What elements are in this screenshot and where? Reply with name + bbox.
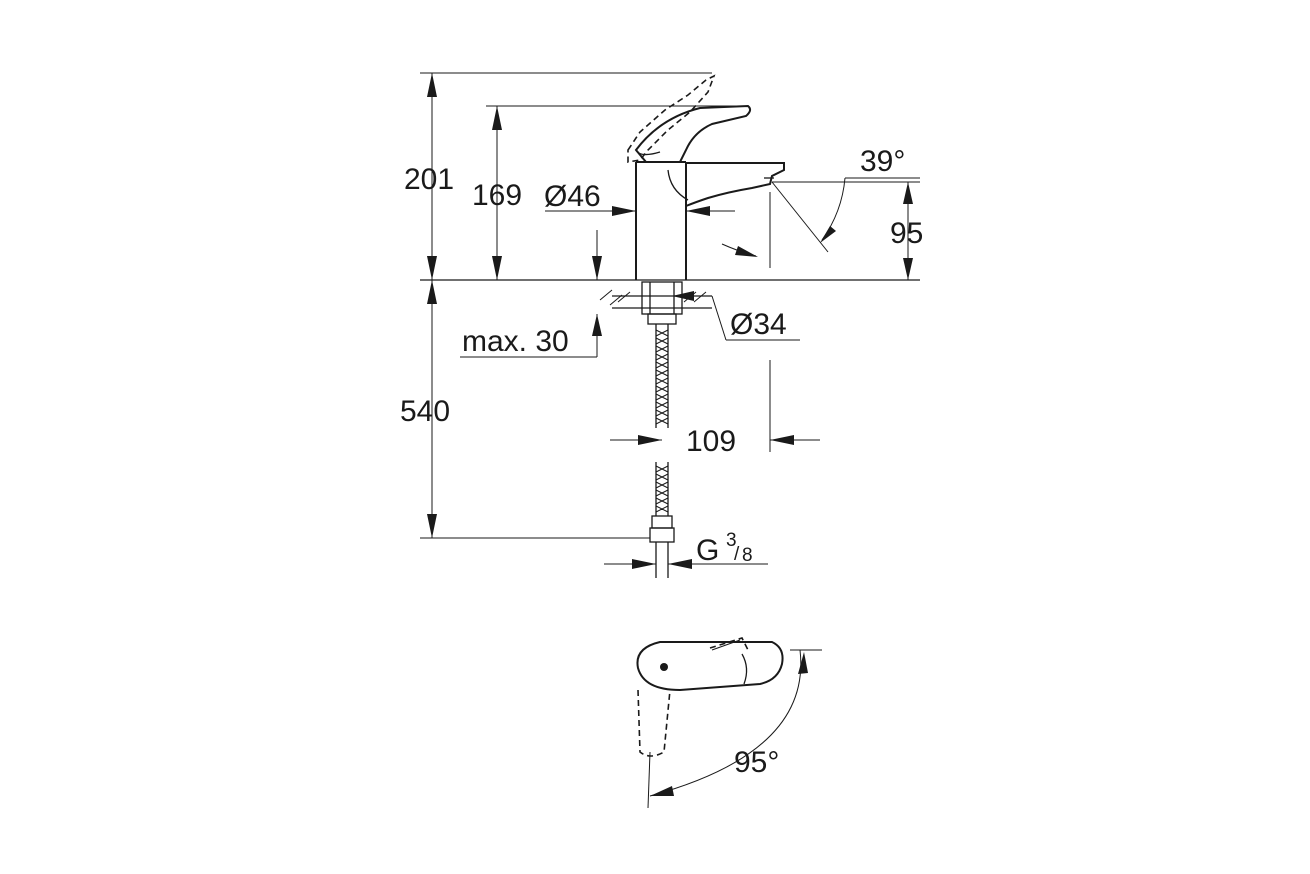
top-view-indicator-dot	[660, 663, 668, 671]
lever-inner-curve	[635, 149, 661, 156]
lever-outline	[634, 104, 752, 163]
dim-spout-reach: 109	[686, 425, 736, 458]
dim-spout-angle: 39°	[860, 145, 905, 178]
faucet-spout	[685, 162, 785, 207]
lever-raised-outline	[627, 74, 716, 163]
dim-max-deck: max. 30	[462, 325, 569, 358]
deck-mounting	[599, 281, 712, 325]
top-view-lever-rotated	[637, 637, 749, 757]
spout-inner-curve	[667, 169, 689, 201]
dim-lever-rotation: 95°	[734, 746, 779, 779]
dim-overall-height: 201	[404, 163, 454, 196]
dimension-lines	[420, 72, 920, 569]
fraction-slash: /	[734, 544, 740, 565]
dim-body-height: 169	[472, 179, 522, 212]
dim-connection-denominator: 8	[742, 545, 753, 566]
dim-body-diameter: Ø46	[544, 180, 601, 213]
faucet-side-view	[420, 74, 920, 578]
dim-spout-height: 95	[890, 217, 923, 250]
dim-hole-diameter: Ø34	[730, 308, 787, 341]
supply-hose	[649, 324, 675, 578]
dim-connection-numerator: 3	[726, 530, 737, 551]
dim-hose-length: 540	[400, 395, 450, 428]
dim-connection: G	[696, 534, 719, 567]
top-view-lever	[636, 641, 784, 692]
faucet-top-view	[636, 637, 822, 809]
faucet-body	[635, 161, 687, 280]
